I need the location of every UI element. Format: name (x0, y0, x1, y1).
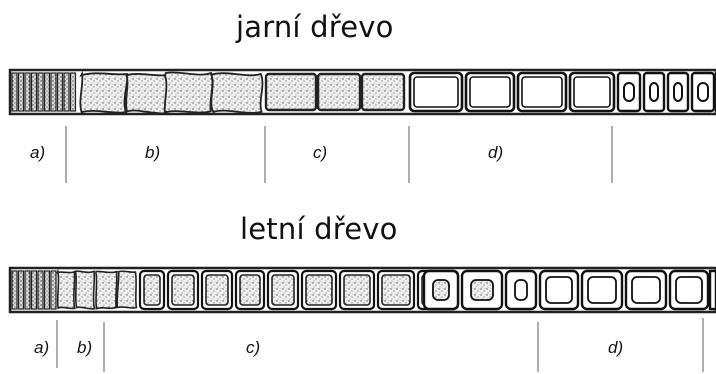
thickening-cell (362, 74, 404, 110)
cambium-cell (38, 271, 43, 309)
thickening-cell-lumen (206, 275, 228, 305)
cambium-cell (32, 73, 37, 111)
cambium-cell (45, 73, 50, 111)
latewood-cell (692, 73, 714, 111)
enlarging-cell (165, 72, 213, 112)
cambium-cell (25, 271, 30, 309)
cambium-cell (19, 73, 24, 111)
cambium-cell (38, 73, 43, 111)
cambium-cell (64, 73, 69, 111)
mature-cell (410, 73, 462, 111)
spring-wood-cell-strip (10, 70, 716, 114)
cambium-cell (32, 271, 37, 309)
cambium-cell (12, 271, 17, 309)
summer-zone-d-label: d) (608, 338, 623, 358)
enlarging-cell (126, 74, 167, 114)
spring-zone-b-label: b) (145, 143, 160, 163)
latewood-cell (618, 73, 640, 111)
thickening-cell-lumen (272, 275, 294, 305)
cambium-cell (51, 73, 56, 111)
spring-zone-d-label: d) (488, 143, 503, 163)
latewood-cell (644, 73, 664, 111)
thickening-cell-lumen (144, 275, 160, 305)
latewood-cell (668, 73, 688, 111)
summer-zone-b-label: b) (77, 338, 92, 358)
spring-zone-a-label: a) (30, 143, 45, 163)
cambium-cell (51, 271, 56, 309)
cambium-cell (45, 271, 50, 309)
cambium-cell (71, 73, 76, 111)
enlarging-cell (117, 271, 136, 308)
spring-zone-c-label: c) (313, 143, 327, 163)
mature-cell (570, 73, 614, 111)
thickening-cell-lumen (306, 275, 332, 305)
mature-cell-lumen (471, 280, 493, 300)
cambium-cell (58, 73, 63, 111)
enlarging-cell (75, 271, 94, 309)
mature-cell-edge (710, 271, 716, 309)
summer-zone-c-label: c) (246, 338, 260, 358)
enlarging-cell (57, 271, 74, 308)
thickening-cell-lumen (344, 275, 370, 305)
mature-cell (466, 73, 514, 111)
thickening-cell (318, 74, 360, 110)
summer-wood-cell-strip (10, 268, 716, 312)
summer-zone-a-label: a) (34, 338, 49, 358)
cambium-cell (12, 73, 17, 111)
mature-cell (506, 271, 536, 309)
thickening-cell (266, 74, 316, 110)
enlarging-cell (96, 271, 117, 308)
mature-cell-lumen (433, 280, 449, 300)
enlarging-cell (211, 73, 263, 113)
mature-cell (518, 73, 566, 111)
thickening-cell-lumen (240, 275, 260, 305)
cambium-cell (25, 73, 30, 111)
thickening-cell-lumen (172, 275, 194, 305)
cambium-cell (19, 271, 24, 309)
thickening-cell-lumen (382, 275, 410, 305)
enlarging-cell (80, 73, 127, 112)
